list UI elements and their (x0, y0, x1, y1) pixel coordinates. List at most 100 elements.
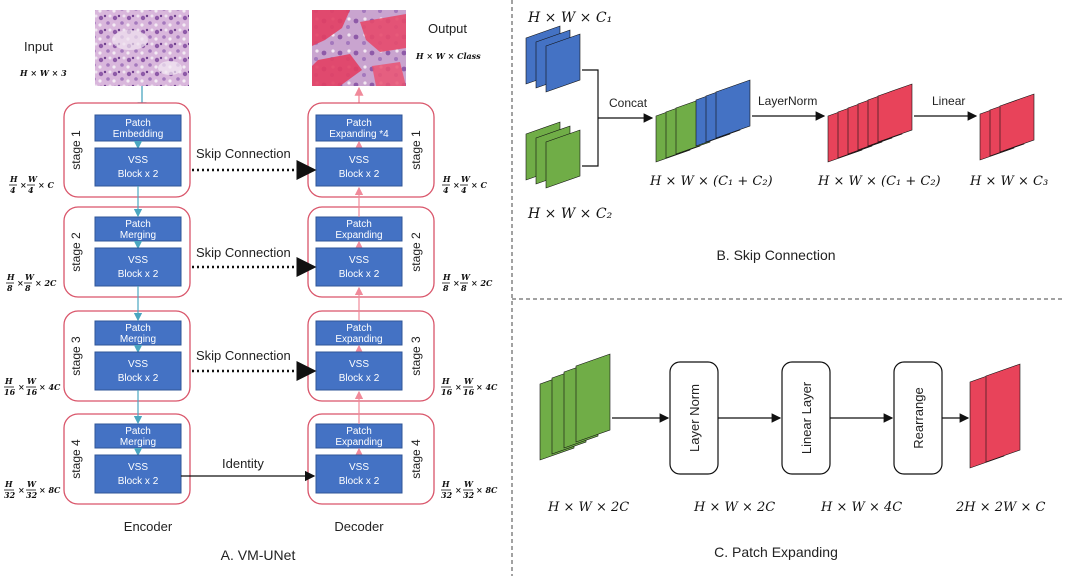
decoder-stage-3: stage 3 Patch Expanding VSS Block x 2 (307, 310, 435, 402)
dim-out: H × W × C₃ (969, 174, 1048, 189)
encoder-stage-2: stage 2 Patch Merging VSS Block x 2 (63, 206, 191, 298)
decoder-stage-2: stage 2 Patch Expanding VSS Block x 2 (307, 206, 435, 298)
concat-feature-stack (655, 79, 751, 163)
top-dim: H × W × C₁ (527, 10, 612, 26)
skip-connection-1: Skip Connection (192, 146, 317, 180)
block-text: Patch (346, 426, 372, 437)
block-text: Patch (346, 219, 372, 230)
encoder-stage-label: stage 3 (69, 336, 83, 376)
dim-text: 8 (7, 283, 13, 293)
decoder-stage-label: stage 4 (409, 439, 423, 479)
decoder-stage-label: stage 3 (409, 336, 423, 376)
vss-block (94, 454, 182, 494)
dim-after-norm: H × W × (C₁ + C₂) (817, 174, 941, 189)
blue-feature-stack (525, 25, 581, 93)
skip-connection-label: Skip Connection (196, 245, 291, 260)
decoder-label: Decoder (334, 519, 384, 534)
skip-connection-3: Skip Connection (192, 348, 317, 381)
patch-merging-block (94, 423, 182, 449)
output-image (312, 10, 406, 86)
block-text: Merging (120, 334, 156, 345)
patch-expanding-block (315, 216, 403, 242)
dim-text: × 4C (476, 382, 498, 392)
dim-text: 4 (443, 185, 449, 195)
dim-text: × (17, 278, 24, 288)
input-image (95, 10, 189, 86)
dim-text: 8 (25, 283, 31, 293)
dim-text: × (18, 485, 25, 495)
vss-block (94, 351, 182, 391)
vss-block (315, 147, 403, 187)
dim-text: H (441, 376, 450, 386)
dim-right-2: H 8 × W 8 × 2C (442, 272, 493, 293)
dim-text: W (27, 479, 37, 489)
block-text: Patch (125, 219, 151, 230)
dim-text: × (18, 382, 25, 392)
encoder-stage-1: stage 1 Patch Embedding VSS Block x 2 (63, 102, 191, 198)
block-text: Expanding (335, 230, 382, 241)
patch-expanding-block (315, 114, 403, 142)
block-text: Block x 2 (339, 169, 380, 180)
dim-text: W (27, 376, 37, 386)
block-text: Expanding *4 (329, 129, 389, 140)
linear-layer-box: Linear Layer (781, 361, 831, 475)
dim-text: × 8C (39, 485, 61, 495)
decoder-stage-4: stage 4 Patch Expanding VSS Block x 2 (307, 413, 435, 505)
identity-connection: Identity (181, 456, 316, 482)
dim-text: 32 (463, 490, 475, 500)
dim-text: × 4C (39, 382, 61, 392)
dim-left-1: H 4 × W 4 × C (9, 174, 54, 195)
bottom-dim: H × W × C₂ (527, 206, 613, 222)
dim-text: 8 (443, 283, 449, 293)
dim-text: × C (471, 180, 487, 190)
step-label: Layer Norm (687, 384, 702, 452)
expand-dim-1: H × W × 2C (693, 500, 775, 515)
dim-text: W (25, 272, 35, 282)
expand-dim-2: H × W × 4C (820, 500, 902, 515)
block-text: Patch (125, 118, 151, 129)
block-text: Expanding (335, 334, 382, 345)
dim-text: H (6, 272, 15, 282)
concat-bracket (582, 69, 599, 167)
block-text: Merging (120, 437, 156, 448)
decoder-stage-label: stage 2 (409, 232, 423, 272)
skip-connection-2: Skip Connection (192, 245, 317, 277)
patch-expanding-block (315, 423, 403, 449)
panel-b-caption: B. Skip Connection (716, 247, 835, 263)
output-label: Output (428, 21, 467, 36)
dim-text: 16 (4, 387, 16, 397)
block-text: Block x 2 (118, 169, 159, 180)
decoder-stage-1: stage 1 Patch Expanding *4 VSS Block x 2 (307, 102, 435, 198)
block-text: Embedding (113, 129, 164, 140)
dim-text: × 2C (471, 278, 493, 288)
dim-text: × (453, 180, 460, 190)
red-output-stack (969, 363, 1021, 469)
encoder-stage-4: stage 4 Patch Merging VSS Block x 2 (63, 413, 191, 505)
panel-a-caption: A. VM-UNet (221, 547, 296, 563)
block-text: VSS (349, 359, 369, 370)
output-feature-stack (979, 93, 1035, 161)
identity-label: Identity (222, 456, 264, 471)
encoder-label: Encoder (124, 519, 173, 534)
panel-c: H × W × 2C Layer Norm H × W × 2C Linear … (539, 353, 1046, 560)
dim-text: W (461, 272, 471, 282)
dim-text: 16 (463, 387, 475, 397)
dim-text: W (28, 174, 38, 184)
encoder-stage-label: stage 2 (69, 232, 83, 272)
green-input-stack (539, 353, 611, 461)
block-text: Patch (125, 426, 151, 437)
rearrange-box: Rearrange (893, 361, 943, 475)
block-text: Patch (346, 118, 372, 129)
dim-text: W (464, 479, 474, 489)
block-text: VSS (128, 462, 148, 473)
block-text: Block x 2 (339, 476, 380, 487)
dim-after-concat: H × W × (C₁ + C₂) (649, 174, 773, 189)
dim-text: 16 (441, 387, 453, 397)
patch-embedding-block (94, 114, 182, 142)
vss-block (315, 454, 403, 494)
block-text: Block x 2 (339, 373, 380, 384)
block-text: VSS (128, 155, 148, 166)
dim-right-1: H 4 × W 4 × C (442, 174, 487, 195)
dim-text: 32 (441, 490, 453, 500)
panel-c-caption: C. Patch Expanding (714, 544, 838, 560)
